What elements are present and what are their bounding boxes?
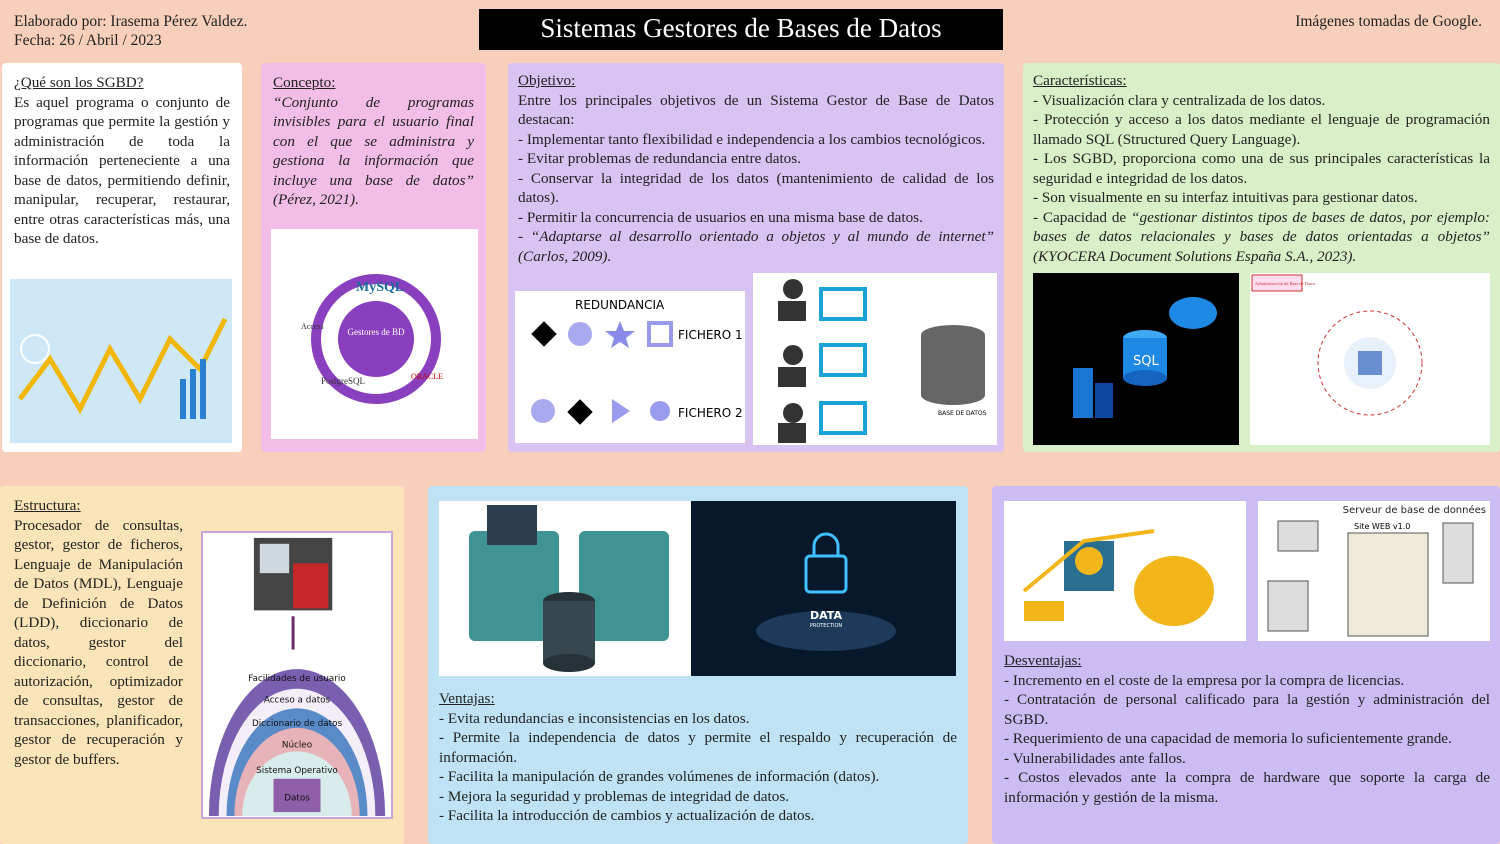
panel-que-son: ¿Qué son los SGBD? Es aquel programa o c… (2, 63, 242, 452)
objetivo-item: - Implementar tanto flexibilidad e indep… (518, 130, 986, 148)
label-server: Serveur de base de données (1343, 504, 1486, 516)
svg-text:DATA: DATA (810, 609, 842, 622)
heading-que-son: ¿Qué son los SGBD? (14, 74, 144, 91)
caracteristica-item: - Los SGBD, proporciona como una de sus … (1033, 150, 1490, 187)
svg-text:Datos: Datos (284, 793, 310, 803)
label-gestores: Gestores de BD (348, 327, 405, 337)
objetivo-item-quote: - “Adaptarse al desarrollo orientado a o… (518, 228, 994, 265)
ventaja-item: - Facilita la introducción de cambios y … (439, 807, 815, 824)
svg-text:FICHERO 1: FICHERO 1 (678, 328, 743, 342)
sql-cloud-image: SQL (1033, 273, 1239, 445)
lightbulb-chart-image (10, 279, 232, 443)
heading-caracteristicas: Características: (1033, 72, 1127, 89)
gestores-bd-image: Gestores de BD MySQL Access PostgreSQL O… (271, 229, 478, 439)
redundancia-image: REDUNDANCIA FICHERO 1 FICHERO 2 (515, 291, 745, 443)
desventaja-item: - Incremento en el coste de la empresa p… (1004, 671, 1405, 689)
que-son-text: Es aquel programa o conjunto de programa… (14, 93, 230, 248)
caracteristica-item: - Protección y acceso a los datos median… (1033, 111, 1490, 148)
author: Elaborado por: Irasema Pérez Valdez. (14, 13, 248, 30)
svg-text:Sistema Operativo: Sistema Operativo (256, 766, 338, 776)
date: Fecha: 26 / Abril / 2023 (14, 32, 162, 49)
ventaja-item: - Facilita la manipulación de grandes vo… (439, 768, 880, 785)
author-info: Elaborado por: Irasema Pérez Valdez. Fec… (14, 12, 247, 50)
heading-objetivo: Objetivo: (518, 72, 576, 89)
objetivo-item: - Evitar problemas de redundancia entre … (518, 150, 801, 167)
caracteristica-item: - Son visualmente en su interfaz intuiti… (1033, 189, 1418, 206)
label-oracle: ORACLE (411, 372, 443, 381)
heading-estructura: Estructura: (14, 497, 81, 514)
label-access: Access (301, 322, 324, 331)
caracteristica-item-quote: - Capacidad de “gestionar distintos tipo… (1033, 208, 1490, 265)
ventaja-item: - Evita redundancias e inconsistencias e… (439, 709, 750, 727)
heading-concepto: Concepto: (273, 74, 336, 91)
svg-text:Site WEB v1.0: Site WEB v1.0 (1354, 522, 1410, 531)
ventaja-item: - Permite la independencia de datos y pe… (439, 729, 957, 766)
svg-text:FICHERO 2: FICHERO 2 (678, 406, 743, 420)
heading-ventajas: Ventajas: (439, 690, 495, 707)
svg-text:Administración de Base de Dato: Administración de Base de Datos (1255, 281, 1315, 286)
desventaja-item: - Vulnerabilidades ante fallos. (1004, 749, 1186, 767)
users-database-image: BASE DE DATOS (753, 273, 997, 445)
label-postgresql: PostgreSQL (321, 376, 365, 386)
heading-desventajas: Desventajas: (1004, 652, 1082, 669)
panel-concepto: Concepto: “Conjunto de programas invisib… (261, 63, 486, 452)
panel-caracteristicas: Características: - Visualización clara y… (1023, 63, 1500, 452)
panel-estructura: Estructura: Procesador de consultas, ges… (0, 486, 404, 844)
label-mysql: MySQL (356, 280, 404, 295)
panel-objetivo: Objetivo: Entre los principales objetivo… (508, 63, 1004, 452)
concepto-quote: “Conjunto de programas invisibles para e… (273, 93, 474, 209)
objetivo-intro: Entre los principales objetivos de un Si… (518, 91, 994, 129)
image-credits: Imágenes tomadas de Google. (1295, 13, 1482, 30)
svg-text:Acceso a datos: Acceso a datos (264, 695, 331, 705)
desventaja-item: - Costos elevados ante la compra de hard… (1004, 769, 1490, 806)
ventaja-item: - Mejora la seguridad y problemas de int… (439, 787, 790, 805)
svg-text:BASE DE DATOS: BASE DE DATOS (938, 410, 987, 417)
desventaja-item: - Contratación de personal calificado pa… (1004, 691, 1490, 728)
objetivo-item: - Conservar la integridad de los datos (… (518, 169, 994, 207)
admin-db-image: Administración de Base de Datos (1250, 273, 1490, 445)
backup-folders-image (439, 501, 691, 676)
caracteristica-item: - Visualización clara y centralizada de … (1033, 91, 1326, 109)
desventaja-item: - Requerimiento de una capacidad de memo… (1004, 730, 1452, 747)
page-title: Sistemas Gestores de Bases de Datos (479, 9, 1003, 50)
svg-text:Facilidades de usuario: Facilidades de usuario (248, 674, 346, 684)
estructura-text: Procesador de consultas, gestor, gestor … (14, 516, 183, 768)
objetivo-item: - Permitir la concurrencia de usuarios e… (518, 208, 923, 226)
svg-text:Núcleo: Núcleo (282, 740, 312, 750)
svg-text:Diccionario de datos: Diccionario de datos (252, 719, 343, 729)
money-security-image (1004, 501, 1246, 641)
svg-text:REDUNDANCIA: REDUNDANCIA (575, 298, 665, 312)
svg-text:PROTECTION: PROTECTION (810, 623, 843, 629)
svg-text:SQL: SQL (1133, 354, 1159, 369)
